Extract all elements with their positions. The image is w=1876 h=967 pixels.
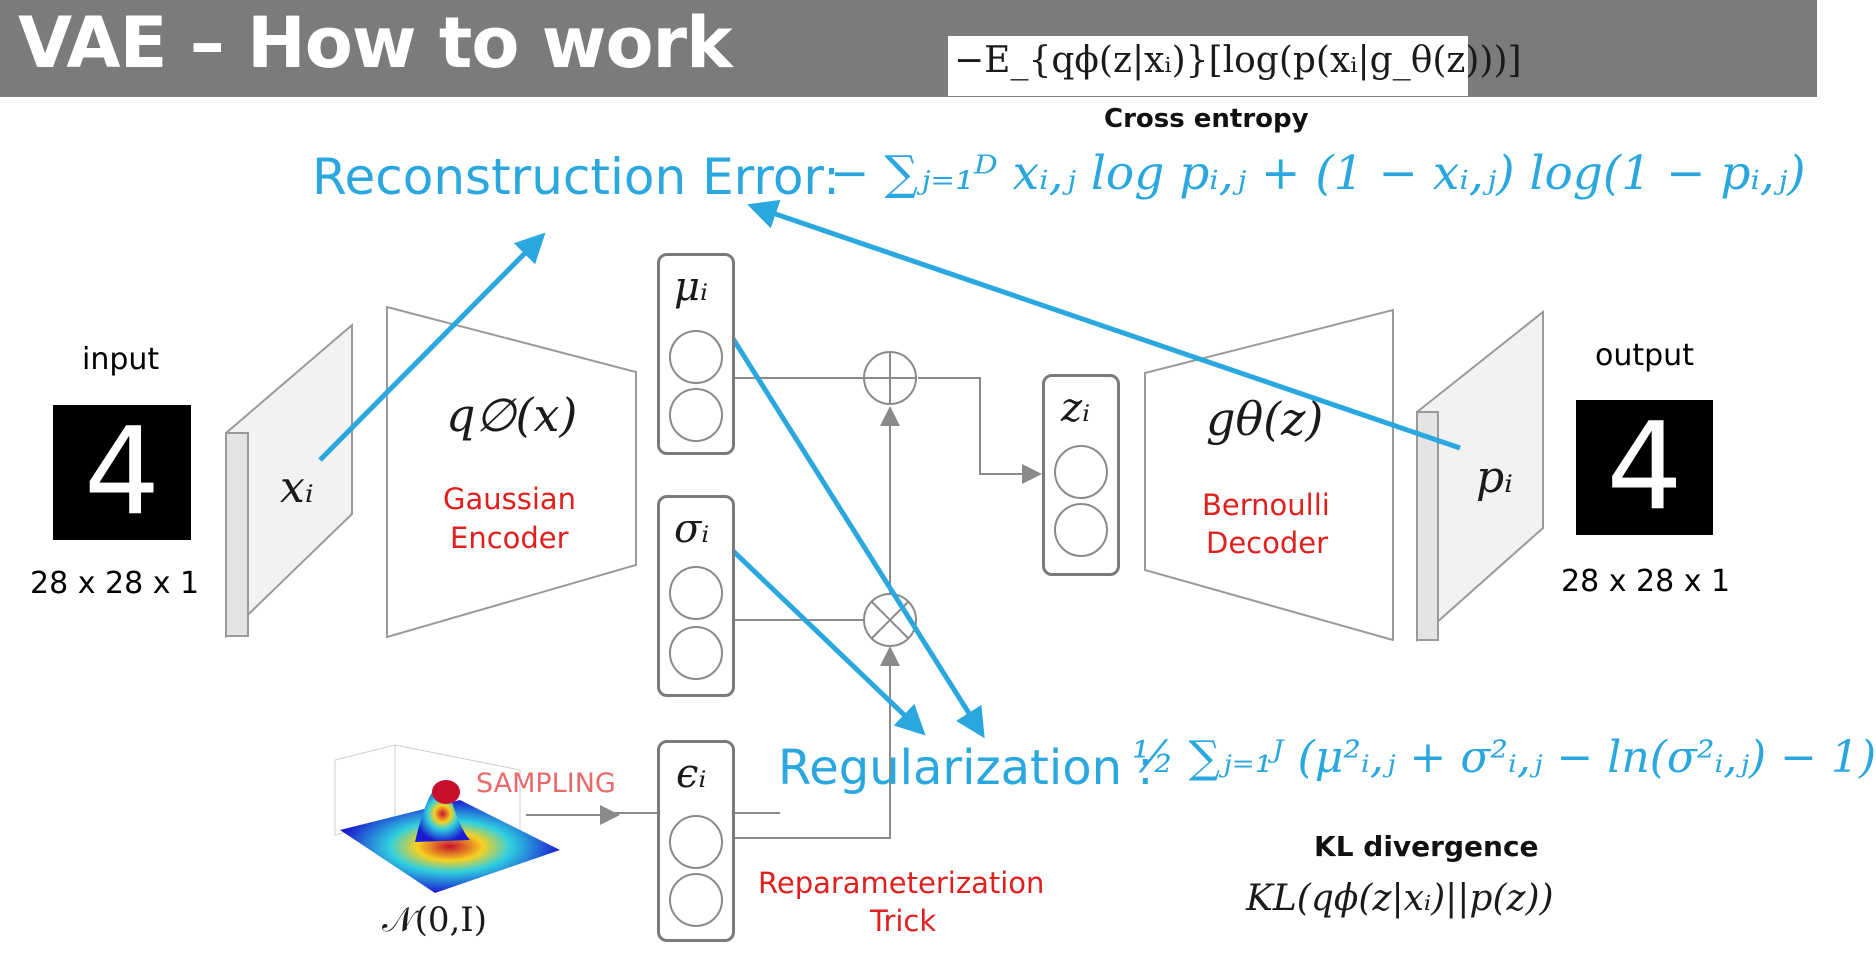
z-layer: zᵢ [1042,374,1120,576]
reparam-label-line2: Trick [870,904,937,938]
input-size: 28 x 28 x 1 [30,566,200,601]
mu-neuron [669,330,723,384]
header-formula-box: −E_{qϕ(z|xᵢ)}[log(p(xᵢ|g_θ(z)))] [948,36,1522,96]
encoder-label-line2: Encoder [450,521,569,555]
sigma-layer: σᵢ [657,495,735,697]
decoder-label-line2: Decoder [1206,526,1329,560]
regularization-formula: ½ ∑ⱼ₌₁ᴶ (μ²ᵢ,ⱼ + σ²ᵢ,ⱼ − ln(σ²ᵢ,ⱼ) − 1) [1132,732,1876,783]
encoder-shape [386,305,637,639]
p-i-label: pᵢ [1476,452,1514,503]
kl-divergence-label: KL divergence [1314,830,1539,863]
cyan-arrows [318,199,1461,739]
x-i-label: xᵢ [280,462,314,513]
reconstruction-label: Reconstruction Error: [312,148,840,206]
gaussian-plot [334,744,560,893]
epsilon-neuron [669,873,723,927]
encoder-label-line1: Gaussian [443,482,577,516]
slide-title: VAE – How to work [18,2,733,84]
input-layer [225,322,353,639]
epsilon-layer: ϵᵢ [657,740,735,942]
plus-node [863,351,917,405]
decoder-shape [1144,308,1394,642]
sigma-neuron [669,626,723,680]
output-layer [1416,309,1544,643]
z-neuron [1054,503,1108,557]
input-digit-image: 4 [53,405,191,540]
output-digit-image: 4 [1576,400,1713,535]
decoder-symbol: gθ(z) [1206,392,1324,446]
mu-layer: μᵢ [657,253,735,455]
z-symbol: zᵢ [1061,385,1091,431]
regularization-label: Regularization : [778,740,1154,796]
z-neuron [1054,445,1108,499]
header-formula: −E_{qϕ(z|xᵢ)}[log(p(xᵢ|g_θ(z)))] [954,40,1522,81]
normal-distribution-label: 𝒩(0,I) [382,900,487,940]
mu-symbol: μᵢ [674,264,709,310]
sampling-label: SAMPLING [476,768,616,799]
epsilon-symbol: ϵᵢ [676,751,707,797]
output-size: 28 x 28 x 1 [1561,564,1731,599]
mu-neuron [669,388,723,442]
encoder-symbol: q∅(x) [446,388,578,442]
decoder-label-line1: Bernoulli [1202,488,1330,522]
sigma-symbol: σᵢ [674,506,710,552]
epsilon-neuron [669,815,723,869]
cross-entropy-label: Cross entropy [1104,104,1309,134]
title-bar [0,0,1817,97]
sigma-neuron [669,566,723,620]
kl-formula: KL(qϕ(z|xᵢ)||p(z)) [1246,878,1554,919]
diagram-canvas [225,199,1544,893]
input-label: input [82,342,160,377]
reparam-label-line1: Reparameterization [758,866,1045,900]
output-label: output [1595,338,1694,373]
reconstruction-formula: − ∑ⱼ₌₁ᴰ xᵢ,ⱼ log pᵢ,ⱼ + (1 − xᵢ,ⱼ) log(1… [830,146,1806,201]
